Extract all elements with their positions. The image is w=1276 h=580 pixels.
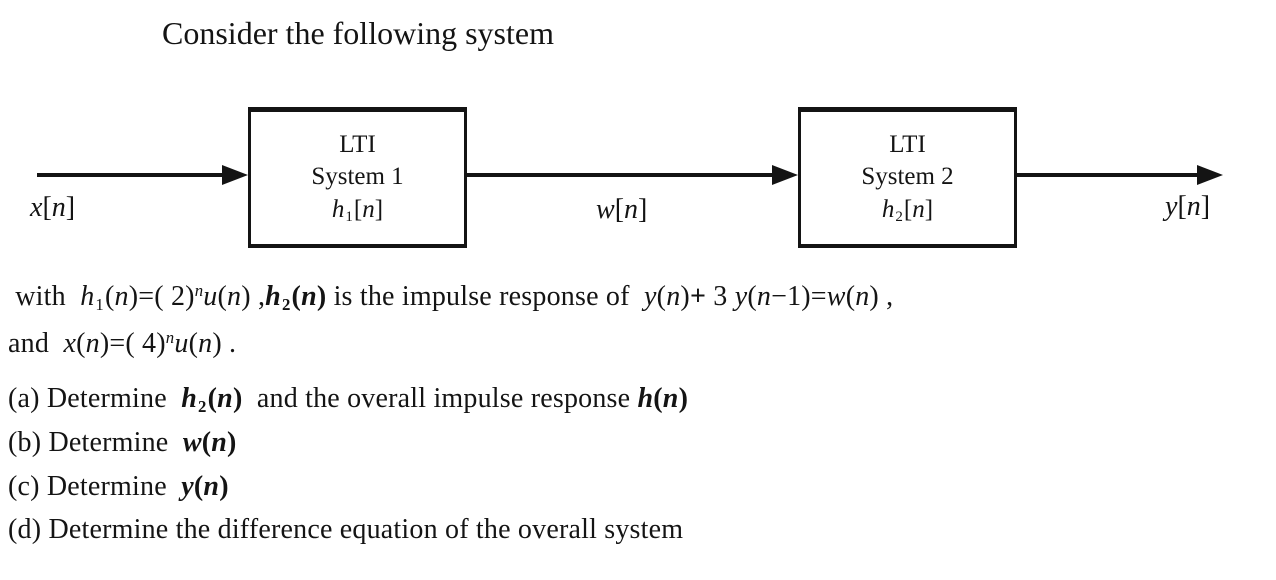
output-signal-label: y[n] bbox=[1165, 191, 1211, 222]
input-wire bbox=[37, 173, 223, 177]
box1-title: LTI bbox=[339, 130, 376, 158]
statement-line-2: and x(n)=( 4)nu(n) . bbox=[8, 328, 237, 360]
arrowhead-into-system1-icon bbox=[222, 165, 248, 185]
page-title: Consider the following system bbox=[162, 15, 554, 51]
question-item-b: (b) Determine w(n) bbox=[8, 427, 237, 458]
box1-subtitle: System 1 bbox=[311, 163, 404, 191]
question-item-d: (d) Determine the difference equation of… bbox=[8, 514, 684, 545]
box2-impulse-response-label: h2[n] bbox=[881, 195, 934, 225]
box2-title: LTI bbox=[889, 130, 926, 158]
middle-wire bbox=[464, 173, 773, 177]
statement-line-1: with h1(n)=( 2)nu(n) ,h2(n) is the impul… bbox=[8, 281, 894, 314]
question-item-c: (c) Determine y(n) bbox=[8, 471, 229, 502]
arrowhead-output-icon bbox=[1197, 165, 1223, 185]
arrowhead-into-system2-icon bbox=[772, 165, 798, 185]
output-wire bbox=[1015, 173, 1198, 177]
lti-system2-box: LTI System 2 h2[n] bbox=[798, 107, 1017, 248]
lti-system1-box: LTI System 1 h1[n] bbox=[248, 107, 467, 248]
box2-subtitle: System 2 bbox=[861, 163, 954, 191]
question-item-a: (a) Determine h2(n) and the overall impu… bbox=[8, 383, 689, 416]
box1-impulse-response-label: h1[n] bbox=[331, 195, 384, 225]
input-signal-label: x[n] bbox=[30, 192, 76, 223]
intermediate-signal-label: w[n] bbox=[596, 194, 648, 225]
